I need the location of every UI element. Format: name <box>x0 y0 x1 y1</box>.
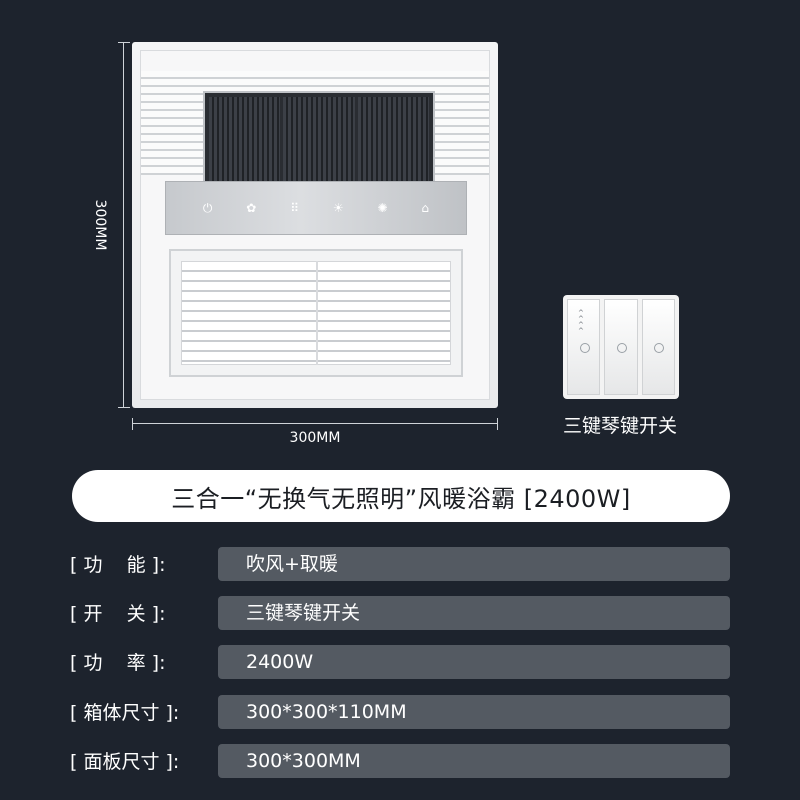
heat-high-icon: ✺ <box>377 201 388 215</box>
heat-low-icon: ☀ <box>332 201 344 215</box>
spec-value: 三键琴键开关 <box>218 596 730 630</box>
switch-caption: 三键琴键开关 <box>562 415 677 437</box>
keypad-icon: ⠿ <box>290 201 299 215</box>
fan-icon: ✿ <box>246 201 257 215</box>
bottom-vent <box>169 249 463 377</box>
spec-label: [ 功 能 ]: <box>70 554 166 576</box>
fan-symbol-icon <box>579 343 590 354</box>
switch-key-3 <box>641 299 675 395</box>
spec-row: [ 面板尺寸 ]: 300*300MM <box>0 744 800 780</box>
product-frame: ⏻ ✿ ⠿ ☀ ✺ ⌂ <box>140 50 490 400</box>
spec-label: [ 箱体尺寸 ]: <box>70 702 180 724</box>
spec-label: [ 面板尺寸 ]: <box>70 751 180 773</box>
height-dimension-line <box>118 42 130 408</box>
spec-row: [ 开 关 ]: 三键琴键开关 <box>0 596 800 632</box>
spec-row: [ 功 能 ]: 吹风+取暖 <box>0 547 800 583</box>
switch-key-2 <box>604 299 638 395</box>
spec-label: [ 功 率 ]: <box>70 652 166 674</box>
rocker-switch-photo: ^^^^ <box>563 295 679 399</box>
width-dimension-line <box>132 418 498 430</box>
vent-divider <box>316 261 318 365</box>
heat-symbol-icon <box>616 343 627 354</box>
height-dimension-label: 300MM <box>92 199 108 251</box>
spec-value: 300*300MM <box>218 744 730 778</box>
indicator-marks-icon: ^^^^ <box>578 309 584 335</box>
power-icon: ⏻ <box>202 201 213 215</box>
spec-value: 吹风+取暖 <box>218 547 730 581</box>
product-photo: ⏻ ✿ ⠿ ☀ ✺ ⌂ <box>132 42 498 408</box>
spec-row: [ 箱体尺寸 ]: 300*300*110MM <box>0 695 800 731</box>
heat-symbol-icon <box>654 343 665 354</box>
spec-row: [ 功 率 ]: 2400W <box>0 645 800 681</box>
top-vent <box>141 71 489 187</box>
air-grille <box>203 91 435 187</box>
spec-value: 2400W <box>218 645 730 679</box>
spec-value: 300*300*110MM <box>218 695 730 729</box>
spec-label: [ 开 关 ]: <box>70 603 166 625</box>
switch-key-1: ^^^^ <box>567 299 601 395</box>
product-title: 三合一“无换气无照明”风暖浴霸 [2400W] <box>72 470 730 522</box>
width-dimension-label: 300MM <box>289 430 341 446</box>
brand-logo-icon: ⌂ <box>421 201 430 215</box>
control-panel: ⏻ ✿ ⠿ ☀ ✺ ⌂ <box>165 181 467 235</box>
